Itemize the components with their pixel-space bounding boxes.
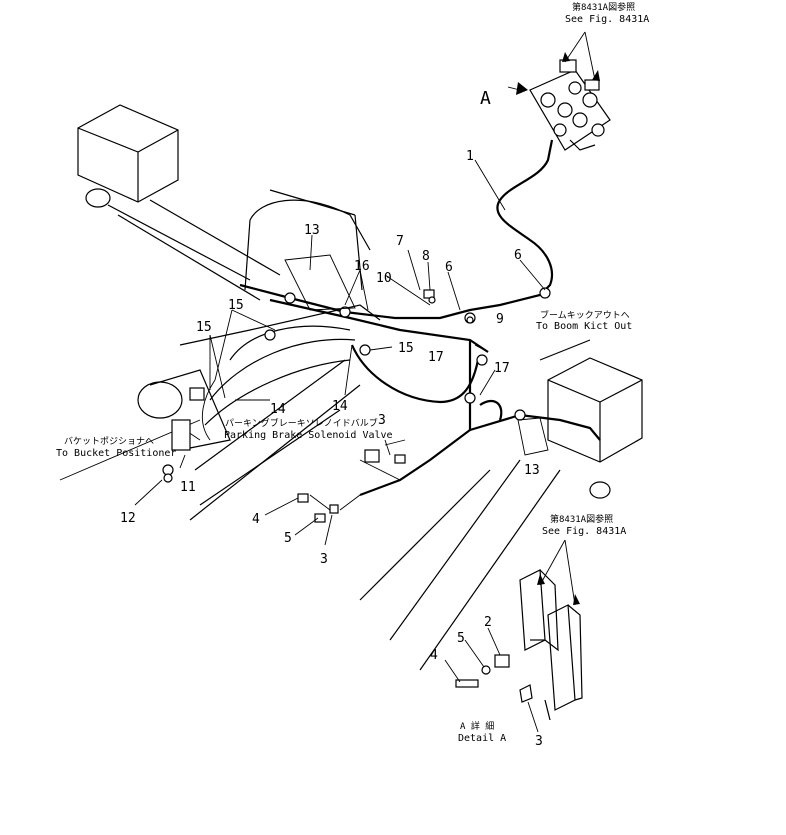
- callout-14: 14: [332, 399, 348, 414]
- detail-a-label-en: Detail A: [458, 733, 506, 744]
- callout-8: 8: [422, 249, 430, 264]
- parking-brake-label-jp: パーキングブレーキソレノイドバルブ: [225, 417, 378, 429]
- callout-13: 13: [304, 223, 320, 238]
- callout-14: 14: [270, 402, 286, 417]
- callout-4: 4: [252, 512, 260, 527]
- callout-16: 16: [354, 259, 370, 274]
- boom-kickout-label-jp: ブームキックアウトへ: [540, 309, 630, 321]
- boom-kickout-label-en: To Boom Kict Out: [536, 321, 632, 332]
- fig-ref-mid-jp: 第8431A図参照: [550, 513, 613, 525]
- detail-a-bracket: [455, 569, 583, 721]
- callout-5: 5: [284, 531, 292, 546]
- callout-17: 17: [494, 361, 510, 376]
- callout-7: 7: [396, 234, 404, 249]
- callout-9: 9: [496, 312, 504, 327]
- parking-brake-label-en: Parking Brake Solenoid Valve: [224, 430, 393, 441]
- callout-6: 6: [445, 260, 453, 275]
- callout-6: 6: [514, 248, 522, 263]
- callout-2: 2: [484, 615, 492, 630]
- callout-1: 1: [466, 149, 474, 164]
- callout-13: 13: [524, 463, 540, 478]
- callout-15: 15: [228, 298, 244, 313]
- harness-clamps: [162, 287, 551, 523]
- callout-5: 5: [457, 631, 465, 646]
- callout-15: 15: [196, 320, 212, 335]
- fig-ref-mid-en: See Fig. 8431A: [542, 526, 626, 537]
- solenoid-valve-cluster: [529, 59, 611, 151]
- callout-12: 12: [120, 511, 136, 526]
- fig-ref-top-en: See Fig. 8431A: [565, 14, 649, 25]
- leader-lines: [134, 31, 600, 733]
- annotation-labels: 第8431A図参照 See Fig. 8431A A ブームキックアウトへ To…: [56, 1, 649, 744]
- detail-a-label-jp: A 詳 細: [460, 720, 494, 732]
- callout-3: 3: [378, 413, 386, 428]
- callout-3: 3: [535, 734, 543, 749]
- callout-11: 11: [180, 480, 196, 495]
- fig-ref-top-jp: 第8431A図参照: [572, 1, 635, 13]
- callout-15: 15: [398, 341, 414, 356]
- callout-17: 17: [428, 350, 444, 365]
- bucket-positioner-label-en: To Bucket Positioner: [56, 448, 176, 459]
- callout-3: 3: [320, 552, 328, 567]
- part-callouts: 1 2 3 3 3 4 4 5 5 6 6 7 8 9 10 11 12 13 …: [120, 149, 543, 749]
- callout-10: 10: [376, 271, 392, 286]
- right-frame-assembly: [359, 339, 643, 671]
- left-frame-assembly: [77, 104, 371, 301]
- callout-4: 4: [430, 648, 438, 663]
- bucket-positioner-label-jp: バケットポジショナへ: [64, 436, 154, 447]
- view-a-label: A: [480, 88, 491, 109]
